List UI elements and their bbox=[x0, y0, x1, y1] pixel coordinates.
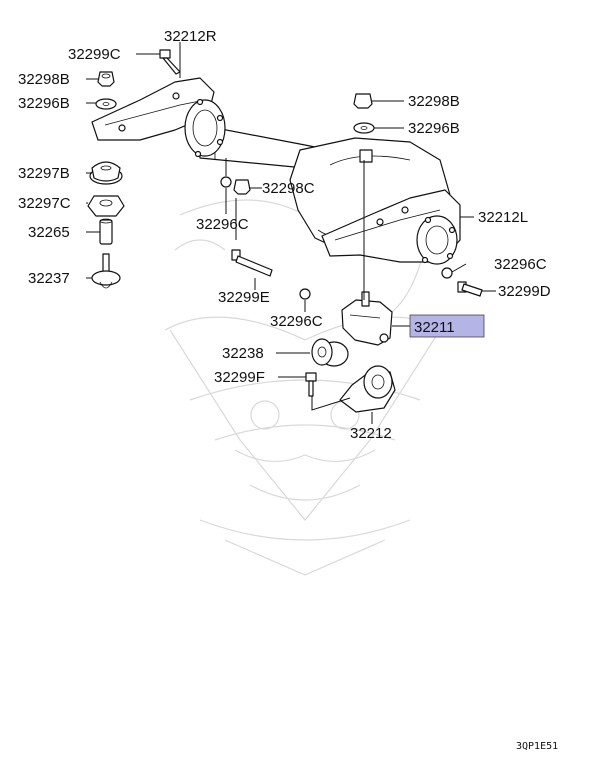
washer-32296C-mid bbox=[299, 288, 311, 300]
label-32296C-right[interactable]: 32296C bbox=[494, 256, 547, 273]
label-32298B-left[interactable]: 32298B bbox=[18, 71, 70, 88]
label-32299C[interactable]: 32299C bbox=[68, 46, 121, 63]
spacer-32265 bbox=[99, 218, 113, 245]
crossmember-assembly bbox=[91, 77, 461, 265]
label-32212R[interactable]: 32212R bbox=[164, 28, 217, 45]
label-32296C-upper[interactable]: 32296C bbox=[196, 216, 249, 233]
bolt-32299F bbox=[305, 372, 317, 397]
label-32296C-mid[interactable]: 32296C bbox=[270, 313, 323, 330]
label-32265[interactable]: 32265 bbox=[28, 224, 70, 241]
label-32299F[interactable]: 32299F bbox=[214, 369, 265, 386]
washer-32296B-right bbox=[353, 122, 375, 134]
mount-32212 bbox=[339, 365, 396, 413]
bolt-32237 bbox=[91, 253, 121, 289]
highlight-box-32211 bbox=[409, 314, 485, 338]
bracket-32211 bbox=[341, 291, 393, 346]
label-32296B-right[interactable]: 32296B bbox=[408, 120, 460, 137]
label-32211[interactable]: 32211 bbox=[414, 319, 455, 336]
bolt-32299E bbox=[231, 249, 273, 277]
label-32237[interactable]: 32237 bbox=[28, 270, 70, 287]
mount-32297B bbox=[89, 161, 123, 185]
mount-32297C bbox=[87, 195, 125, 217]
label-32296B-left[interactable]: 32296B bbox=[18, 95, 70, 112]
nut-32298C bbox=[233, 179, 251, 195]
diagram-code: 3QP1E51 bbox=[516, 741, 558, 752]
leader-lines bbox=[86, 42, 496, 424]
washer-32296B-left bbox=[95, 98, 117, 110]
washer-32296C-right bbox=[441, 267, 453, 279]
label-32212L[interactable]: 32212L bbox=[478, 209, 528, 226]
bolt-32299C bbox=[159, 49, 181, 75]
label-32298B-right[interactable]: 32298B bbox=[408, 93, 460, 110]
label-32299E[interactable]: 32299E bbox=[218, 289, 270, 306]
nut-32298B-left bbox=[97, 71, 115, 87]
flange-left-side bbox=[416, 215, 458, 265]
label-32297C[interactable]: 32297C bbox=[18, 195, 71, 212]
bushing-32238 bbox=[311, 338, 349, 367]
washer-32296C-upper bbox=[220, 176, 232, 188]
bolt-32299D bbox=[457, 281, 483, 297]
label-32212[interactable]: 32212 bbox=[350, 425, 392, 442]
label-32298C[interactable]: 32298C bbox=[262, 180, 315, 197]
label-32238[interactable]: 32238 bbox=[222, 345, 264, 362]
flange-right-side bbox=[184, 99, 226, 157]
nut-32298B-right bbox=[353, 93, 373, 109]
label-32297B[interactable]: 32297B bbox=[18, 165, 70, 182]
label-32299D[interactable]: 32299D bbox=[498, 283, 551, 300]
